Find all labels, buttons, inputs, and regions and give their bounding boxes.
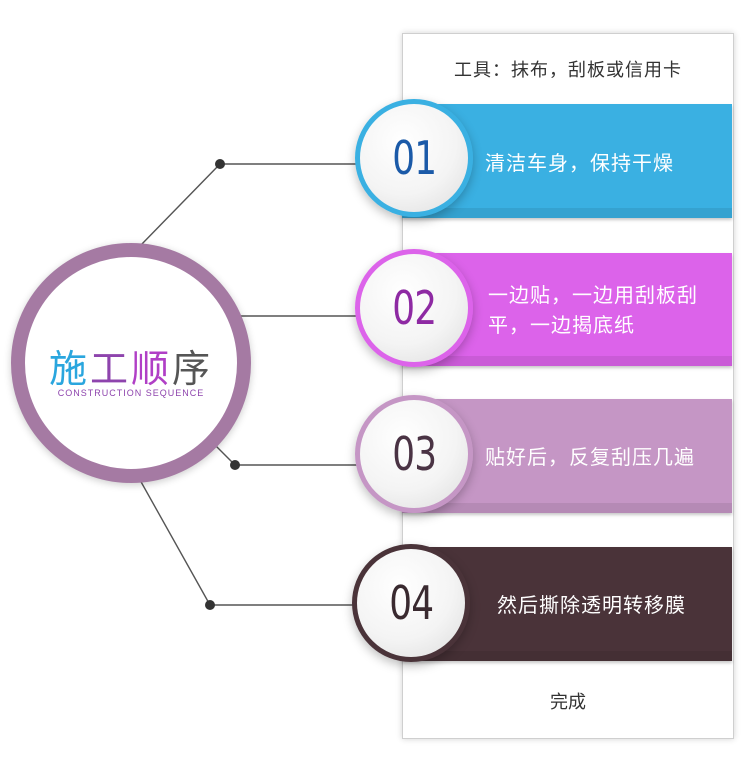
step-number-1: 01 — [391, 131, 437, 185]
done-text: 完成 — [550, 692, 586, 713]
step-number-4: 04 — [388, 576, 434, 630]
hub-title-char-1: 施 — [48, 347, 90, 391]
step-circle-1: 01 — [355, 99, 473, 217]
step-number-2: 02 — [391, 281, 437, 335]
hub-title-char-3: 顺 — [131, 347, 173, 391]
step-text-1: 清洁车身，保持干燥 — [485, 151, 674, 175]
connector-line-4 — [139, 479, 360, 606]
step-circle-2: 02 — [355, 249, 473, 367]
step-text-4: 然后撕除透明转移膜 — [497, 593, 686, 617]
hub-subtitle: CONSTRUCTION SEQUENCE — [57, 388, 205, 398]
step-number-3: 03 — [391, 427, 437, 481]
step-circle-3: 03 — [355, 395, 473, 513]
hub-title-char-2: 工 — [89, 347, 131, 391]
hub-title-char-4: 序 — [172, 347, 214, 391]
hub-title: 施工顺序 — [24, 338, 238, 393]
step-text-2: 一边贴，一边用刮板刮平，一边揭底纸 — [488, 283, 698, 337]
connector-line-1 — [139, 163, 370, 247]
connector-dot-4 — [205, 600, 215, 610]
step-text-3: 贴好后，反复刮压几遍 — [485, 445, 695, 469]
step-circle-4: 04 — [352, 544, 470, 662]
tools-text: 工具：抹布，刮板或信用卡 — [454, 60, 682, 81]
connector-dot-3 — [230, 460, 240, 470]
connector-dot-1 — [215, 159, 225, 169]
